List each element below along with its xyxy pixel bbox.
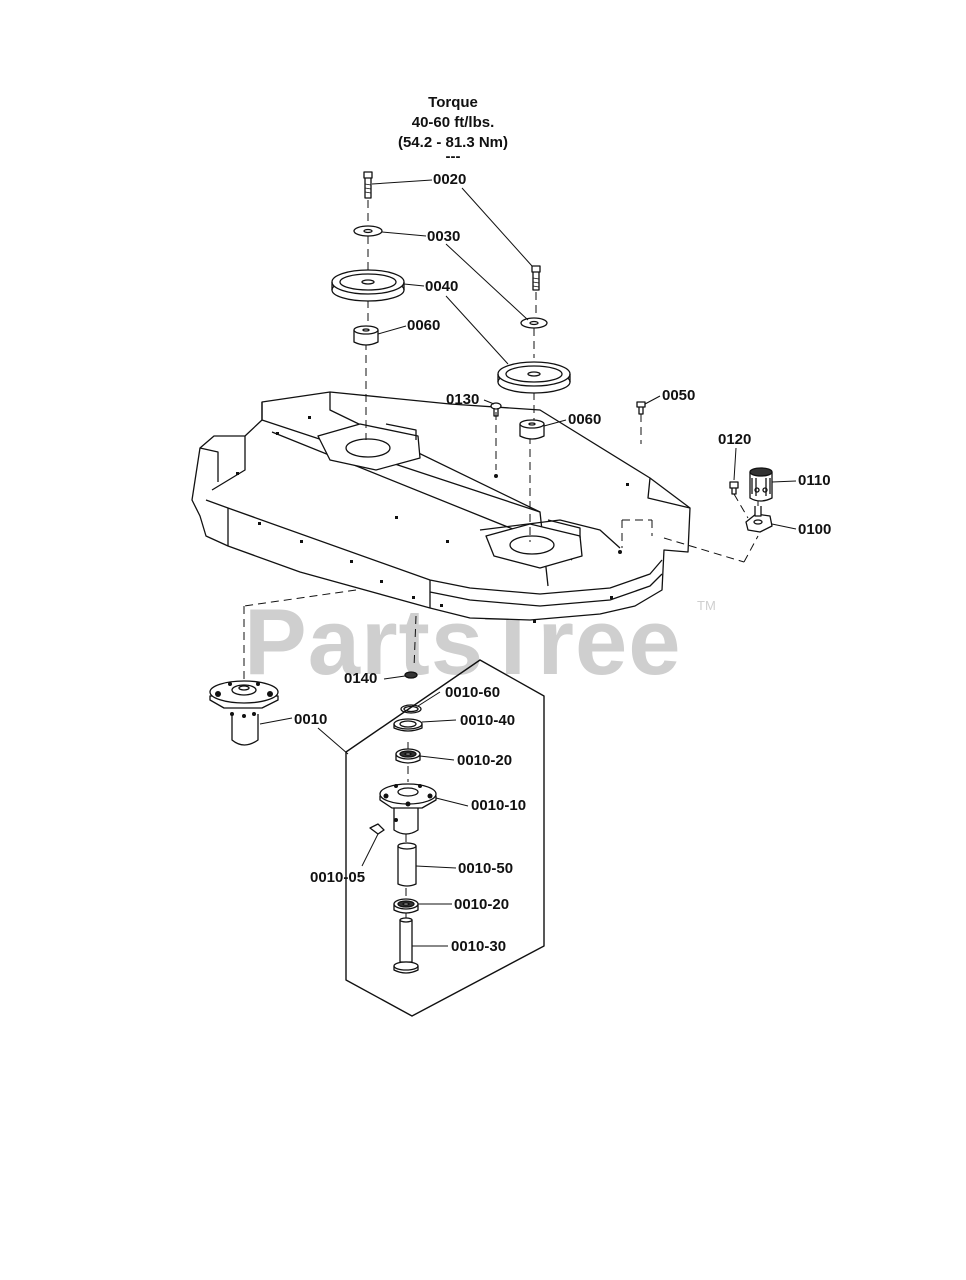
bracket-0100: [745, 506, 773, 533]
bolt-0130: [490, 402, 502, 417]
label-0010-05[interactable]: 0010-05: [310, 869, 366, 886]
label-0120[interactable]: 0120: [718, 431, 752, 448]
label-0100[interactable]: 0100: [798, 521, 832, 538]
trademark-mark: TM: [697, 598, 716, 613]
label-0010-20-bottom[interactable]: 0010-20: [454, 896, 510, 913]
label-0110[interactable]: 0110: [798, 472, 831, 489]
torque-specification: Torque 40-60 ft/lbs. (54.2 - 81.3 Nm) --…: [343, 93, 563, 165]
bolt-0120: [729, 481, 739, 495]
snap-ring-0010-60: [400, 704, 422, 714]
mower-deck: [191, 391, 691, 623]
housing-0010-10: [379, 783, 437, 835]
label-0030[interactable]: 0030: [427, 228, 461, 245]
torque-metric: (54.2 - 81.3 Nm): [397, 134, 509, 151]
spindle-assembly-0010: [209, 680, 279, 746]
bolt-0020-right: [531, 265, 541, 291]
label-0140[interactable]: 0140: [344, 670, 378, 687]
washer-0030-right: [520, 317, 548, 329]
torque-dashes: ---: [445, 148, 461, 165]
label-0060-left[interactable]: 0060: [407, 317, 441, 334]
label-0020[interactable]: 0020: [433, 171, 467, 188]
pulley-0040-right: [497, 361, 571, 394]
label-0130[interactable]: 0130: [446, 391, 480, 408]
nut-0140: [404, 671, 418, 679]
torque-imperial: 40-60 ft/lbs.: [411, 114, 495, 131]
label-0010-20-top[interactable]: 0010-20: [457, 752, 513, 769]
bolt-0050: [636, 401, 646, 415]
seal-0010-40: [393, 718, 423, 732]
label-0010-60[interactable]: 0010-60: [445, 684, 501, 701]
pulley-0040-left: [331, 269, 405, 302]
spacer-0060-right: [519, 419, 545, 440]
idler-0110: [749, 467, 773, 502]
label-0010-30[interactable]: 0010-30: [451, 938, 507, 955]
label-0040[interactable]: 0040: [425, 278, 459, 295]
bearing-0010-20-bottom: [393, 898, 419, 914]
label-0010-10[interactable]: 0010-10: [471, 797, 527, 814]
label-0010-40[interactable]: 0010-40: [460, 712, 516, 729]
shaft-0010-30: [393, 917, 419, 974]
label-0010[interactable]: 0010: [294, 711, 328, 728]
exploded-detail-frame: [345, 659, 545, 1017]
label-0050[interactable]: 0050: [662, 387, 696, 404]
leader-lines: [259, 179, 797, 947]
label-0010-50[interactable]: 0010-50: [458, 860, 514, 877]
assembly-lines: [243, 200, 759, 924]
bearing-0010-20-top: [395, 748, 421, 764]
grease-fitting-0010-05: [361, 823, 385, 867]
label-0060-right[interactable]: 0060: [568, 411, 602, 428]
spacer-tube-0010-50: [397, 842, 417, 887]
spacer-0060-left: [353, 325, 379, 346]
torque-title: Torque: [428, 94, 478, 111]
washer-0030-left: [353, 225, 383, 237]
bolt-0020-left: [363, 171, 373, 199]
